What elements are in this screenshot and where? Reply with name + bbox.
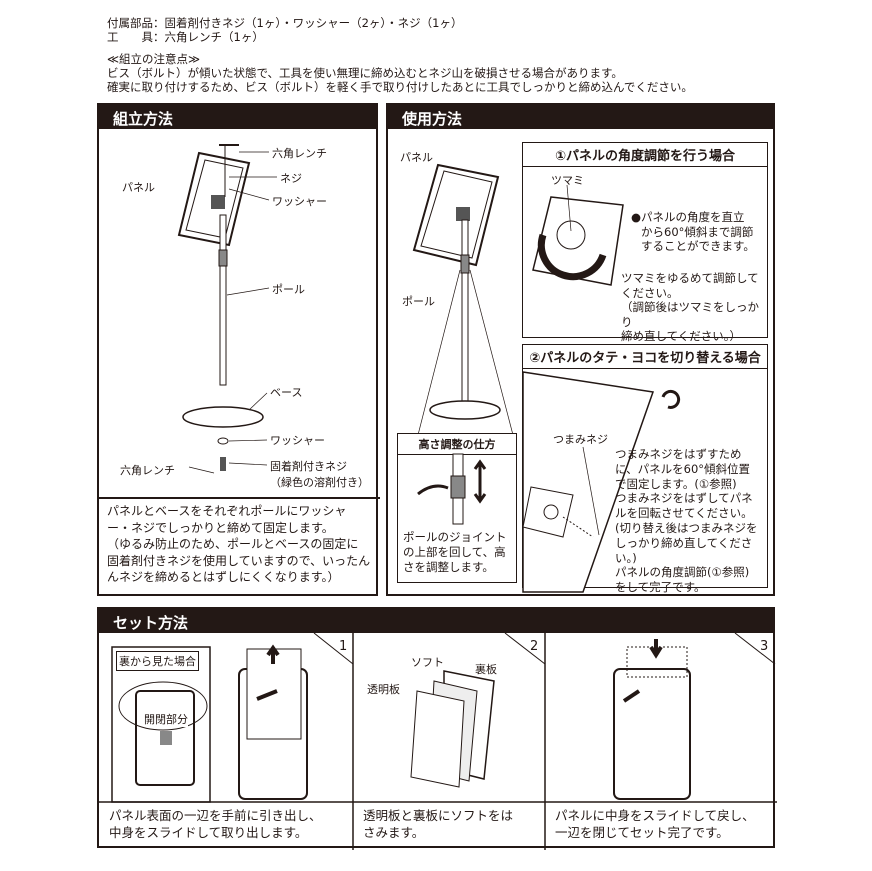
- label-panel: パネル: [122, 181, 155, 194]
- desc-line: パネル表面の一辺を手前に引き出し、: [109, 808, 322, 823]
- step-number: 1: [339, 639, 348, 654]
- note-line: ツマミをゆるめて調節して: [621, 271, 759, 285]
- desc-line: （ゆるみ防止のため、ポールとベースの固定に: [107, 537, 359, 551]
- set-illustration: [99, 632, 777, 850]
- assembly-section: 組立方法 六角レンチ ネジ ワッシャー パネル ポール ベース ワッシャー 六角…: [97, 103, 380, 596]
- label-washer: ワッシャー: [272, 195, 327, 208]
- label-washer-bottom: ワッシャー: [270, 434, 325, 447]
- label-knob-screw: つまみネジ: [553, 433, 608, 446]
- desc-line: しっかり締め直してください。): [615, 535, 753, 565]
- tools-list: 工 具：六角レンチ（1ヶ）: [107, 30, 264, 44]
- label-knob: ツマミ: [551, 174, 584, 187]
- desc-line: パネルに中身をスライドして戻し、: [555, 808, 755, 823]
- parts-list: 付属部品：固着剤付きネジ（1ヶ）・ワッシャー（2ヶ）・ネジ（1ヶ）: [107, 16, 463, 30]
- label-locking-screw-note: （緑色の溶剤付き）: [270, 476, 369, 489]
- desc-line: で固定します。(①参照): [615, 476, 737, 491]
- orientation-illustration: [522, 371, 681, 593]
- height-adjust-box: 高さ調整の仕方 ポールのジョイント の上部を回して、高 さを調整します。: [397, 433, 517, 583]
- step-number: 3: [760, 639, 769, 654]
- usage-section: 使用方法 パネル ポール 高さ調整の仕方 ポールのジョイント の上部を回して、高…: [386, 103, 775, 596]
- label-back-view: 裏から見た場合: [116, 651, 199, 671]
- label-locking-screw: 固着剤付きネジ: [270, 460, 347, 473]
- desc-line: んネジを締めるとはずしにくくなります。）: [107, 570, 340, 584]
- desc-line: パネルとベースをそれぞれポールにワッシャ: [107, 504, 347, 518]
- desc-line: ポールのジョイント: [403, 530, 507, 544]
- desc-line: をして完了です。: [615, 580, 706, 595]
- section-title: 使用方法: [388, 105, 773, 129]
- step-number: 2: [530, 639, 539, 654]
- desc-line: 固着剤付きネジを使用していますので、いったん: [107, 553, 371, 568]
- assembly-illustration: [99, 144, 380, 499]
- label-pole: ポール: [272, 283, 305, 296]
- label-pole: ポール: [402, 295, 435, 308]
- caution-line: 確実に取り付けするため、ビス（ボルト）を軽く手で取り付けしたあとに工具でしっかり…: [107, 80, 693, 94]
- angle-adjust-box: ①パネルの角度調節を行う場合 ツマミ ●パネルの角度を直立 から60°傾斜まで調…: [522, 142, 768, 343]
- caution-line: ビス（ボルト）が傾いた状態で、工具を使い無理に締め込むとネジ山を破損させる場合が…: [107, 66, 623, 80]
- desc-line: の上部を回して、高: [403, 545, 506, 559]
- section-title: 組立方法: [99, 105, 376, 129]
- angle-knob-illustration: [532, 184, 624, 286]
- caution-title: ≪組立の注意点≫: [107, 52, 201, 66]
- label-open-part: 開閉部分: [144, 711, 188, 727]
- desc-line: ルを回転させてください。: [615, 506, 753, 521]
- set-section: セット方法 1 2 3 裏から見た場合 開閉部分 ソフト 裏板 透明板 パネル表…: [97, 607, 777, 850]
- note-line: ください。: [621, 285, 679, 300]
- bullet-line: から60°傾斜まで調節: [641, 224, 754, 239]
- orientation-box: ②パネルのタテ・ヨコを切り替える場合 つまみネジ つまみネジをはずすため に、パ…: [522, 344, 768, 594]
- subsection-title: 高さ調整の仕方: [398, 434, 516, 455]
- subsection-title: ①パネルの角度調節を行う場合: [523, 143, 767, 167]
- desc-line: (切り替え後はつまみネジを: [615, 520, 758, 535]
- note-line: 締め直してください。）: [621, 329, 742, 343]
- height-adjust-illustration: [417, 453, 487, 525]
- section-title: セット方法: [99, 609, 773, 633]
- desc-line: 透明板と裏板にソフトをは: [363, 808, 514, 823]
- label-back-board: 裏板: [475, 663, 497, 676]
- bullet-line: することができます。: [641, 239, 755, 253]
- subsection-title: ②パネルのタテ・ヨコを切り替える場合: [523, 345, 767, 369]
- desc-line: に、パネルを60°傾斜位置: [615, 461, 751, 476]
- desc-line: さを調整します。: [403, 560, 494, 574]
- desc-line: つまみネジをはずすため: [615, 447, 742, 461]
- label-hex-wrench: 六角レンチ: [272, 147, 327, 160]
- desc-line: 中身をスライドして取り出します。: [109, 824, 308, 840]
- desc-line: ー・ネジでしっかりと締めて固定します。: [107, 520, 334, 535]
- label-hex-wrench-bottom: 六角レンチ: [120, 464, 175, 477]
- label-panel: パネル: [400, 151, 433, 164]
- desc-line: パネルの角度調節(①参照): [615, 565, 750, 580]
- label-base: ベース: [270, 386, 303, 399]
- desc-line: 一辺を閉じてセット完了です。: [555, 824, 729, 840]
- usage-illustration: [412, 163, 514, 436]
- note-line: （調節後はツマミをしっかり: [621, 300, 759, 329]
- bullet-line: ●パネルの角度を直立: [631, 210, 745, 224]
- label-screw: ネジ: [280, 172, 302, 185]
- desc-line: つまみネジをはずしてパネ: [615, 491, 753, 506]
- label-clear-board: 透明板: [367, 683, 400, 696]
- label-soft: ソフト: [411, 656, 444, 669]
- desc-line: さみます。: [363, 824, 425, 840]
